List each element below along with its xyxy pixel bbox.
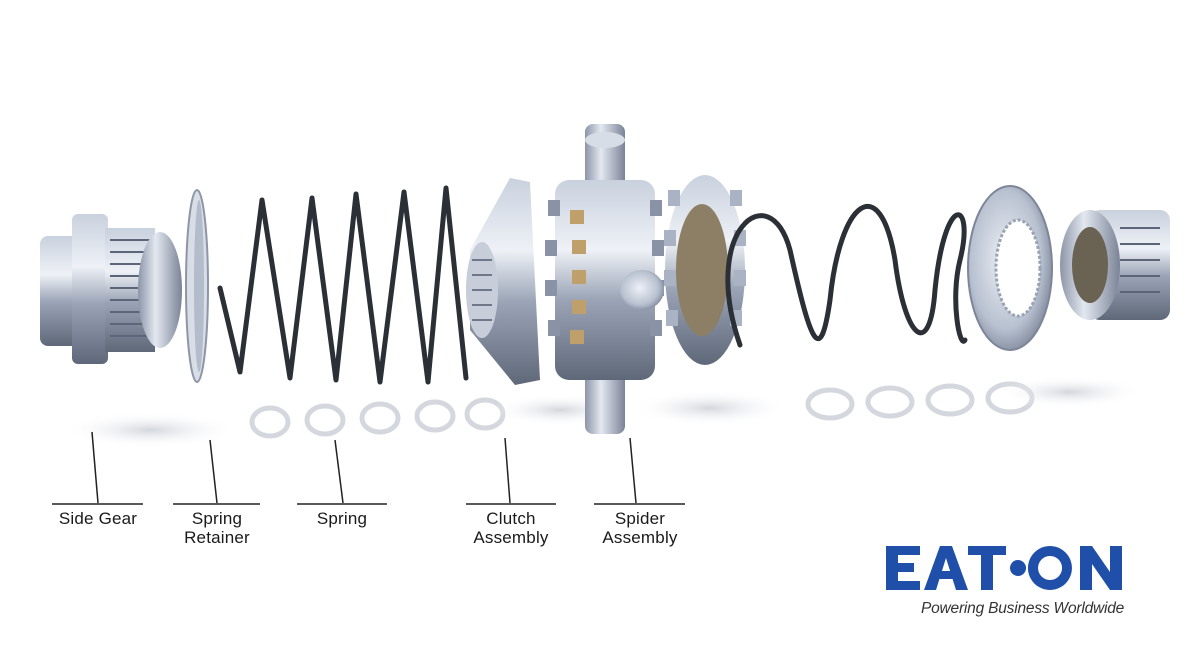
spider-assembly (545, 124, 664, 434)
side-gear-left (40, 214, 182, 364)
label-spider-assembly-line1: Spider (614, 509, 666, 528)
label-spring-retainer-line2: Retainer (184, 528, 250, 547)
leader-lines (52, 431, 685, 505)
spring-retainer-right (967, 185, 1053, 351)
label-side-gear-text: Side Gear (58, 509, 138, 528)
label-side-gear: Side Gear (42, 509, 154, 528)
clutch-assembly-right (664, 175, 746, 365)
label-clutch-assembly-line2: Assembly (473, 528, 549, 547)
clutch-assembly-left (466, 178, 540, 385)
label-spring: Spring (290, 509, 394, 528)
label-spider-assembly-line2: Assembly (602, 528, 678, 547)
label-spring-retainer-line1: Spring (191, 509, 243, 528)
label-spring-text: Spring (316, 509, 368, 528)
side-gear-right (1060, 210, 1170, 320)
eaton-logo (880, 540, 1140, 620)
eaton-tagline: Powering Business Worldwide (921, 600, 1125, 617)
spring-left (217, 185, 469, 385)
spring-retainer-left (185, 189, 209, 383)
spring-right (725, 204, 968, 348)
label-clutch-assembly-line1: Clutch (486, 509, 536, 528)
floor-shadows (60, 376, 1145, 448)
label-spider-assembly: Spider Assembly (587, 509, 693, 547)
eaton-logo-mark (886, 546, 1122, 590)
label-spring-retainer: Spring Retainer (165, 509, 269, 547)
label-clutch-assembly: Clutch Assembly (459, 509, 563, 547)
